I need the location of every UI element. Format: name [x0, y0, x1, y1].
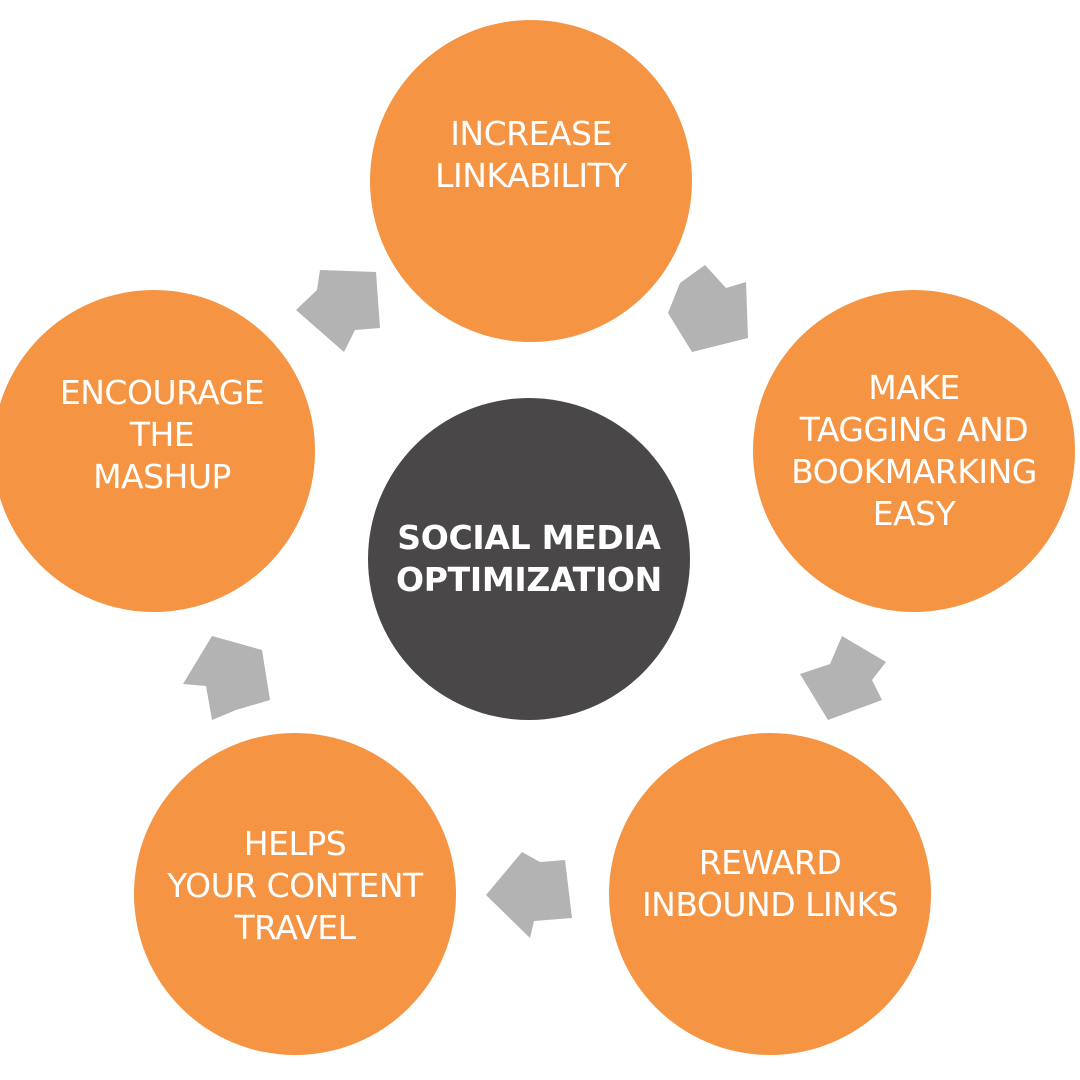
arrow-tagging-to-reward — [800, 636, 886, 720]
node-helps-your-content-travel: HELPS YOUR CONTENT TRAVEL — [134, 733, 456, 1055]
node-label: REWARD INBOUND LINKS — [641, 842, 899, 924]
node-label: ENCOURAGE THE MASHUP — [59, 372, 265, 497]
arrow-reward-to-helps — [486, 852, 572, 938]
arrow-mashup-to-linkability — [296, 270, 380, 352]
arrow-helps-to-mashup — [183, 636, 270, 720]
node-label: MAKE TAGGING AND BOOKMARKING EASY — [791, 367, 1037, 534]
arrow-linkability-to-tagging — [668, 265, 748, 352]
center-hub-social-media-optimization: SOCIAL MEDIA OPTIMIZATION — [368, 398, 690, 720]
node-label: INCREASE LINKABILITY — [435, 113, 627, 195]
node-increase-linkability: INCREASE LINKABILITY — [370, 20, 692, 342]
center-label: SOCIAL MEDIA OPTIMIZATION — [396, 517, 662, 599]
node-reward-inbound-links: REWARD INBOUND LINKS — [609, 733, 931, 1055]
node-make-tagging-and-bookmarking-easy: MAKE TAGGING AND BOOKMARKING EASY — [753, 290, 1075, 612]
node-encourage-the-mashup: ENCOURAGE THE MASHUP — [0, 290, 315, 612]
node-label: HELPS YOUR CONTENT TRAVEL — [167, 823, 423, 948]
